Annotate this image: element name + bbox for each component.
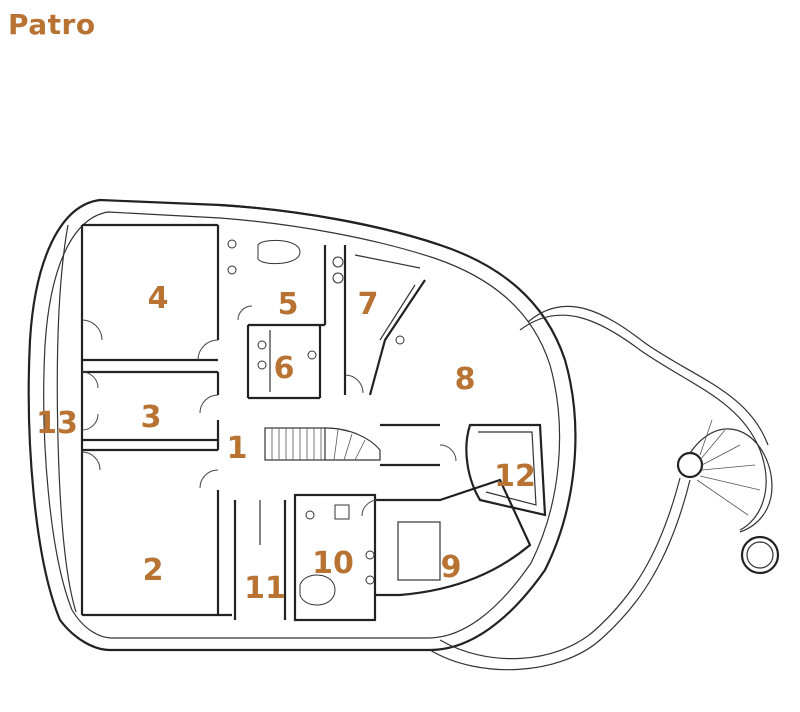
room-label-4: 4 <box>148 281 169 316</box>
terrace <box>429 305 780 671</box>
room-label-3: 3 <box>141 400 162 435</box>
room-label-13: 13 <box>36 406 78 441</box>
page-title: Patro <box>8 8 96 41</box>
room-label-2: 2 <box>143 553 164 588</box>
room-label-1: 1 <box>227 431 248 466</box>
stairs <box>271 428 366 461</box>
room-label-7: 7 <box>358 287 379 322</box>
room-labels: 1 2 3 4 5 6 7 8 9 10 11 12 13 <box>36 281 536 606</box>
outer-walls <box>27 198 577 652</box>
room-label-6: 6 <box>274 351 295 386</box>
doors <box>81 305 457 517</box>
room-label-9: 9 <box>441 550 462 585</box>
room-label-10: 10 <box>312 546 354 581</box>
room-label-5: 5 <box>278 287 299 322</box>
room-label-11: 11 <box>244 571 286 606</box>
room-label-12: 12 <box>494 459 536 494</box>
fixtures <box>227 239 405 606</box>
interior-walls <box>80 223 547 622</box>
room-label-8: 8 <box>455 362 476 397</box>
